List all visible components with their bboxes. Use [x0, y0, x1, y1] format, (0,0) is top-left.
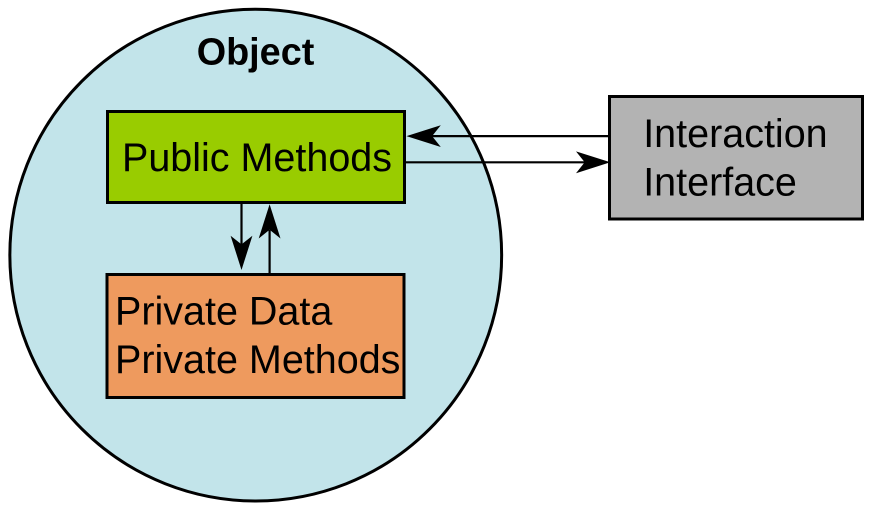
svg-text:Object: Object: [197, 32, 315, 74]
svg-text:Private Methods: Private Methods: [115, 338, 400, 382]
svg-text:Private Data: Private Data: [115, 289, 332, 333]
svg-text:Interaction: Interaction: [643, 112, 827, 156]
svg-text:Interface: Interface: [643, 161, 797, 205]
svg-text:Public Methods: Public Methods: [122, 136, 392, 180]
